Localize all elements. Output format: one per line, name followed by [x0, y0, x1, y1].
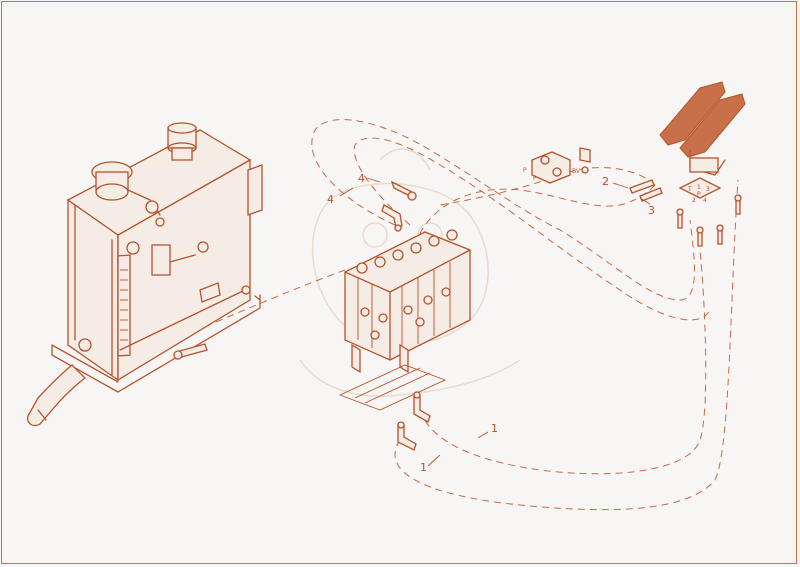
- port-label-4: 4: [703, 197, 707, 204]
- port-label-p: P: [697, 191, 701, 198]
- pilot-valve: P P BV: [523, 147, 591, 184]
- hose-1-assembly: [397, 391, 431, 451]
- port-label-bv: BV: [572, 168, 581, 175]
- port-label-p: P: [523, 167, 527, 174]
- callout-2: 2: [602, 175, 609, 188]
- leader-lines: [339, 177, 651, 467]
- callout-4: 4: [358, 172, 365, 185]
- callout-1: 1: [491, 422, 498, 435]
- hydraulic-tank: [27, 122, 263, 427]
- callout-1: 1: [420, 461, 427, 474]
- control-valve-block: [338, 229, 471, 411]
- port-label-t: T: [687, 186, 692, 193]
- callout-4: 4: [327, 193, 334, 206]
- port-label-1: 1: [697, 184, 701, 191]
- pedal-fittings: [629, 179, 742, 247]
- port-label-p: P: [533, 175, 537, 182]
- foot-pedal-assembly: T 1 3 P 2 4: [659, 81, 746, 204]
- port-label-2: 2: [692, 197, 696, 204]
- callout-3: 3: [648, 204, 655, 217]
- return-hose: [173, 343, 208, 360]
- hose-routes: [127, 119, 739, 511]
- port-label-3: 3: [706, 186, 710, 193]
- hose-4-assembly: [381, 180, 417, 232]
